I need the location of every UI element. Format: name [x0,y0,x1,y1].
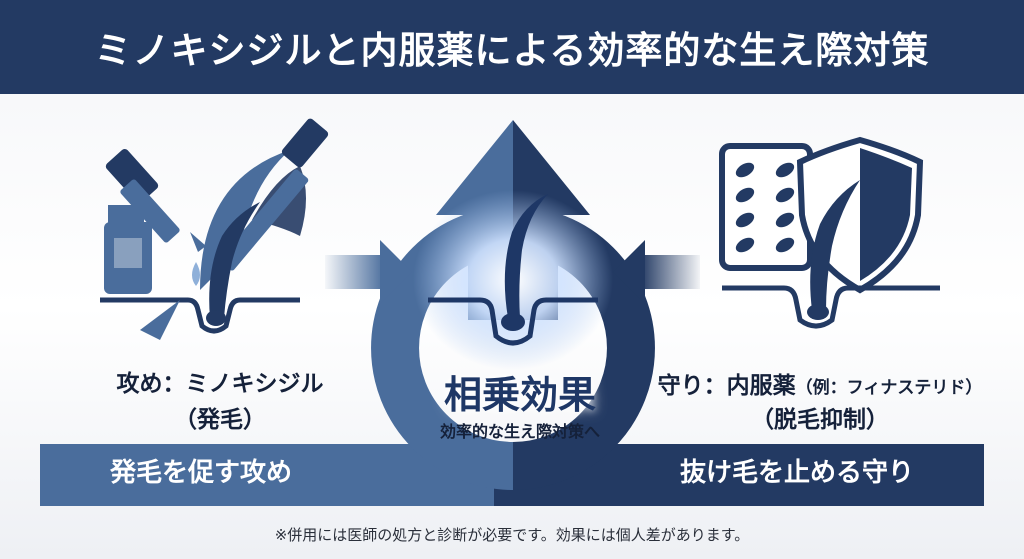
page-title: ミノキシジルと内服薬による効率的な生え際対策 [94,29,930,72]
dropper-icon [105,148,206,286]
right-label-main: 守り：内服薬 [657,373,796,399]
title-banner: ミノキシジルと内服薬による効率的な生え際対策 [0,0,1024,94]
left-band-text: 発毛を促す攻め [110,458,293,488]
illustration [40,118,984,506]
right-label-example: （例：フィナステリド） [795,378,983,398]
right-band-text: 抜け毛を止める守り [680,458,915,488]
center-hair-follicle-icon [428,194,598,346]
bottle-icon [104,205,152,294]
right-arrow-icon [325,240,412,304]
right-label: 守り：内服薬（例：フィナステリド） [640,366,1000,400]
center-title: 相乗効果 [443,373,596,417]
right-hair-follicle-icon [722,180,940,329]
hair-follicle-icon [100,202,300,340]
center-subtitle: 効率的な生え際対策へ [439,422,600,441]
left-sublabel: （発毛） [174,407,266,433]
footnote: ※併用には医師の処方と診断が必要です。効果には個人差があります。 [274,526,750,544]
left-arrow-icon [613,240,700,304]
dropper2-icon [219,118,329,271]
finasteride-icon [719,136,940,329]
right-sublabel: （脱毛抑制） [751,407,889,433]
minoxidil-icon [100,118,329,340]
pill-pack-icon [719,143,813,271]
left-label: 攻め：ミノキシジル [116,371,324,397]
